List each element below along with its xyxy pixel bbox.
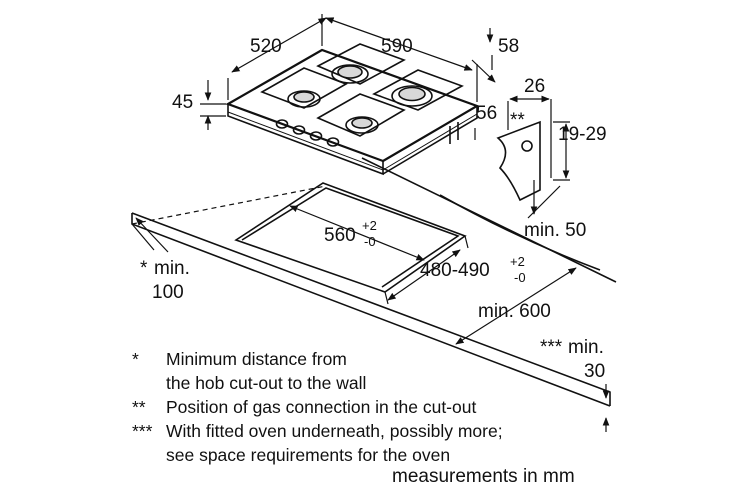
cutout-width-tol-minus: -0 (364, 234, 376, 249)
hob-depth-label: 520 (250, 36, 282, 57)
cutout-width-tol-plus: +2 (362, 218, 377, 233)
legend-mark: *** (132, 421, 153, 441)
units-note: measurements in mm (392, 466, 575, 487)
legend-text: the hob cut-out to the wall (166, 373, 367, 393)
legend-mark: ** (132, 397, 146, 417)
wall-min-star: * (140, 258, 148, 279)
gas-marker-label: ** (510, 110, 525, 131)
hob (225, 43, 480, 176)
legend-text: see space requirements for the oven (166, 445, 451, 465)
legend-row: * Minimum distance from (132, 347, 692, 371)
cutout-width-label: 560 (324, 225, 356, 246)
legend-mark (132, 443, 166, 467)
legend-text: Position of gas connection in the cut-ou… (166, 397, 477, 417)
legend-row: *** With fitted oven underneath, possibly… (132, 419, 692, 443)
wall-min-value: 100 (152, 282, 184, 303)
dimension-lines (131, 14, 610, 432)
legend-row: ** Position of gas connection in the cut-… (132, 395, 692, 419)
oven-gap-value: 30 (584, 361, 605, 382)
legend-mark (132, 371, 166, 395)
gas-conn-width-label: 26 (524, 76, 545, 97)
hob-height-label: 45 (172, 92, 193, 113)
legend-text: Minimum distance from (166, 349, 347, 369)
worktop-depth-label: min. 600 (478, 301, 551, 322)
legend-mark: * (132, 349, 139, 369)
gas-offset-right-label: 58 (498, 36, 519, 57)
oven-gap-stars: *** (540, 337, 563, 358)
legend-row: the hob cut-out to the wall (132, 371, 692, 395)
cutout-depth-label: 480-490 (420, 260, 490, 281)
cutout-depth-tol-minus: -0 (514, 270, 526, 285)
oven-gap-label: min. (568, 337, 604, 358)
worktop (131, 157, 617, 407)
gas-connection-profile (496, 99, 570, 202)
gas-offset-front-label: 56 (476, 103, 497, 124)
gas-conn-range-label: 19-29 (558, 124, 607, 145)
worktop-min-label: min. 50 (524, 220, 586, 241)
legend-text: With fitted oven underneath, possibly mo… (166, 421, 503, 441)
footnote-legend: * Minimum distance from the hob cut-out t… (132, 347, 692, 467)
cutout-depth-tol-plus: +2 (510, 254, 525, 269)
wall-min-label: min. (154, 258, 190, 279)
hob-width-label: 590 (381, 36, 413, 57)
legend-row: see space requirements for the oven (132, 443, 692, 467)
